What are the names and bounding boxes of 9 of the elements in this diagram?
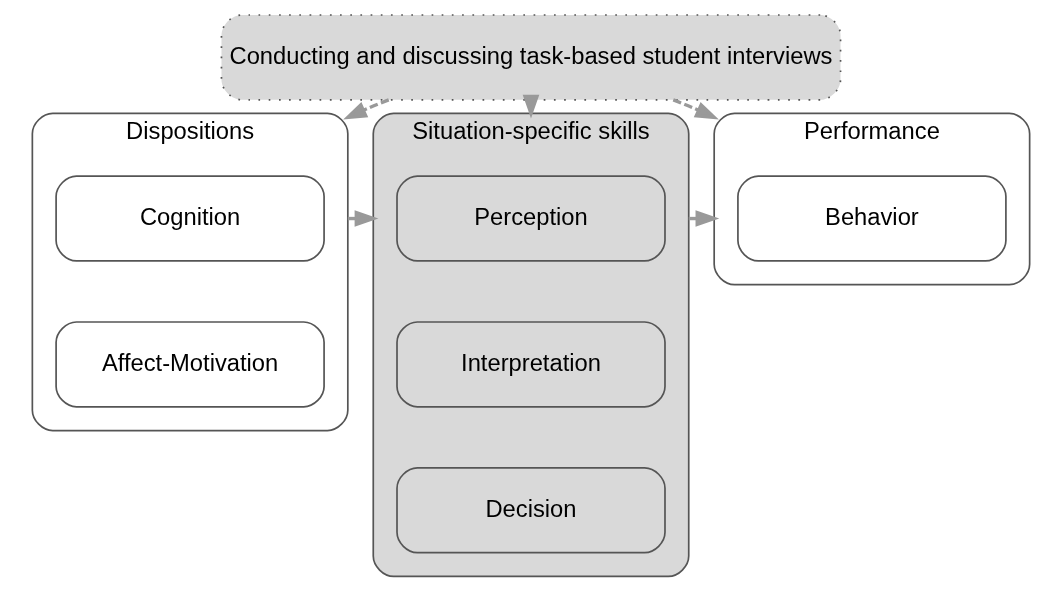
node-box: Interpretation xyxy=(395,321,666,408)
node-box: Perception xyxy=(395,175,666,262)
arrow xyxy=(342,98,389,120)
node-box: Affect-Motivation xyxy=(54,321,325,408)
node-box: Decision xyxy=(395,467,666,554)
node-box: Cognition xyxy=(54,175,325,262)
arrow xyxy=(672,98,719,120)
arrow xyxy=(522,94,539,119)
node-box: Behavior xyxy=(736,175,1007,262)
